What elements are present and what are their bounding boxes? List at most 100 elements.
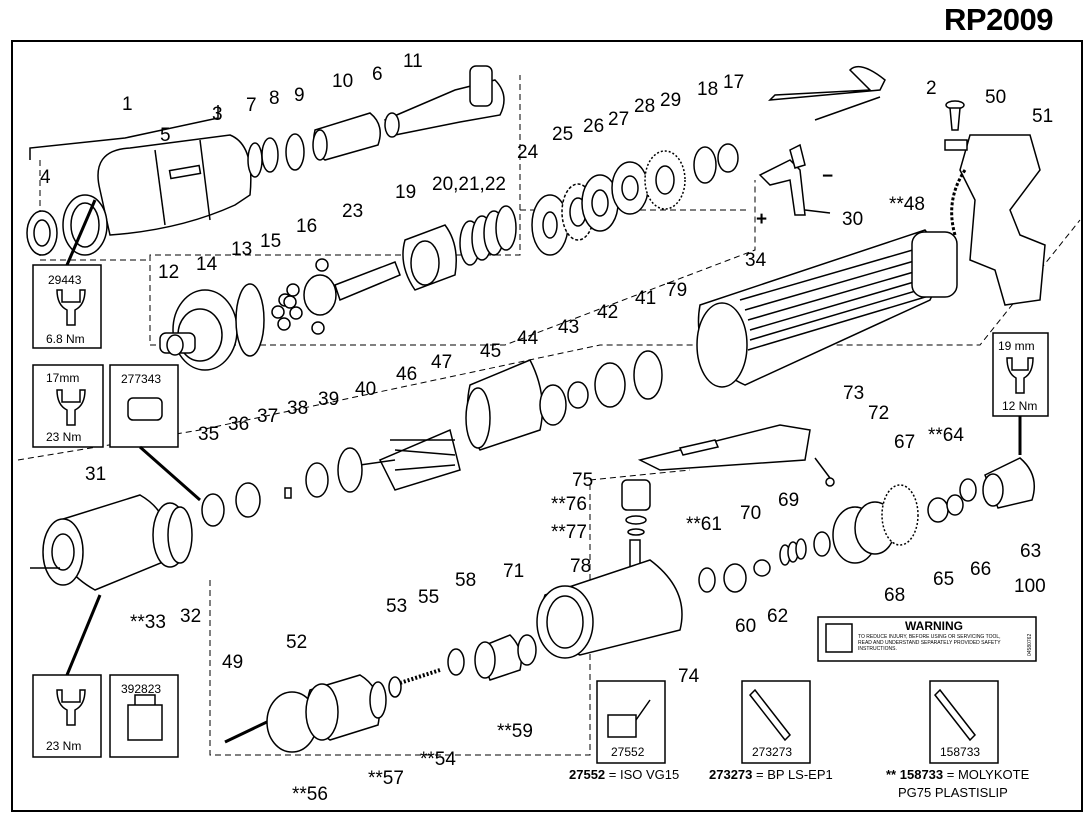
grease-gun-icon bbox=[749, 688, 791, 742]
label-39: 39 bbox=[318, 389, 339, 410]
label-43: 43 bbox=[558, 317, 579, 338]
box-23-torque: 23 Nm bbox=[46, 739, 81, 753]
label-68: 68 bbox=[884, 585, 905, 606]
warning-label bbox=[817, 616, 1037, 662]
box-29443-torque: 6.8 Nm bbox=[46, 332, 85, 346]
label-3: 3 bbox=[212, 104, 223, 125]
label-10: 10 bbox=[332, 71, 353, 92]
ring-66 bbox=[946, 494, 964, 516]
gear-29 bbox=[644, 150, 686, 210]
label-59: **59 bbox=[497, 721, 533, 742]
bushing-60 bbox=[723, 563, 747, 593]
wrench-icon bbox=[1006, 357, 1034, 394]
gear-16 bbox=[303, 258, 337, 335]
box-392823-part: 392823 bbox=[121, 682, 161, 696]
label-41: 41 bbox=[635, 288, 656, 309]
box-17mm-size: 17mm bbox=[46, 371, 79, 385]
label-42: 42 bbox=[597, 302, 618, 323]
end-plate-41 bbox=[633, 350, 663, 400]
label-62: 62 bbox=[767, 606, 788, 627]
box-392823 bbox=[109, 674, 179, 758]
part-labels: 1 2 3 4 5 6 7 8 9 10 11 12 13 14 15 16 1… bbox=[40, 51, 1053, 805]
label-34: 34 bbox=[745, 250, 767, 271]
label-70: 70 bbox=[740, 503, 761, 524]
box-17mm-torque: 23 Nm bbox=[46, 430, 81, 444]
bearing-43 bbox=[567, 381, 589, 409]
label-76: **76 bbox=[551, 494, 587, 515]
label-79: 79 bbox=[666, 280, 687, 301]
screw-50 bbox=[945, 100, 965, 131]
label-15: 15 bbox=[260, 231, 281, 252]
caption-grease: 273273 = BP LS-EP1 bbox=[709, 767, 833, 782]
box-277343 bbox=[109, 364, 179, 448]
spring-20-22 bbox=[459, 205, 517, 266]
oil-spout bbox=[635, 699, 651, 721]
washer-26 bbox=[581, 174, 619, 232]
label-27: 27 bbox=[608, 109, 629, 130]
label-25: 25 bbox=[552, 124, 573, 145]
ring-8 bbox=[261, 137, 279, 173]
caption-molykote-2: PG75 PLASTISLIP bbox=[898, 785, 1008, 800]
label-57: **57 bbox=[368, 768, 404, 789]
spring-70 bbox=[779, 538, 807, 566]
label-66: 66 bbox=[970, 559, 991, 580]
warning-body-text: TO REDUCE INJURY, BEFORE USING OR SERVIC… bbox=[858, 634, 1001, 652]
shaft-23 bbox=[334, 261, 401, 302]
label-13: 13 bbox=[231, 239, 252, 260]
bushing-65 bbox=[927, 497, 949, 523]
label-69: 69 bbox=[778, 490, 799, 511]
label-61: **61 bbox=[686, 514, 722, 535]
label-58: 58 bbox=[455, 570, 476, 591]
part-55 bbox=[447, 648, 465, 676]
o-ring-61 bbox=[698, 567, 716, 593]
ring-gear-19 bbox=[402, 224, 457, 291]
label-19: 19 bbox=[395, 182, 416, 203]
label-20-22: 20,21,22 bbox=[432, 174, 506, 195]
caption-molykote: ** 158733 = MOLYKOTE bbox=[886, 767, 1030, 782]
label-48: **48 bbox=[889, 194, 925, 215]
ball-62 bbox=[753, 559, 771, 577]
box-19mm-torque: 12 Nm bbox=[1002, 399, 1037, 413]
motor-cylinder-34 bbox=[696, 229, 958, 388]
coupling-31 bbox=[30, 494, 170, 591]
label-55: 55 bbox=[418, 587, 439, 608]
end-cap-12 bbox=[159, 289, 238, 371]
label-2: 2 bbox=[926, 78, 937, 99]
bearing-39 bbox=[305, 462, 329, 498]
box-oil-part: 27552 bbox=[611, 745, 645, 759]
label-30: 30 bbox=[842, 209, 863, 230]
spring-9 bbox=[285, 133, 305, 171]
wrench-icon bbox=[56, 289, 86, 326]
label-47: 47 bbox=[431, 352, 452, 373]
seal-54 bbox=[388, 676, 402, 698]
label-51: 51 bbox=[1032, 106, 1053, 127]
label-65: 65 bbox=[933, 569, 954, 590]
label-17: 17 bbox=[723, 72, 744, 93]
wrench-icon bbox=[56, 689, 86, 726]
label-32: 32 bbox=[180, 606, 201, 627]
label-40: 40 bbox=[355, 379, 376, 400]
ring-7 bbox=[247, 142, 263, 178]
label-37: 37 bbox=[257, 406, 278, 427]
cylinder-45 bbox=[465, 359, 544, 451]
part-42 bbox=[594, 362, 626, 408]
label-26: 26 bbox=[583, 116, 604, 137]
throttle-lever-73 bbox=[637, 424, 835, 487]
o-ring-33 bbox=[167, 506, 193, 564]
label-100: 100 bbox=[1014, 576, 1046, 597]
socket-tool-icon bbox=[127, 694, 163, 741]
end-plate-44 bbox=[539, 384, 567, 426]
minus-mark: − bbox=[822, 166, 833, 187]
reverse-lever-30 bbox=[758, 143, 831, 216]
warning-book-icon bbox=[825, 623, 853, 653]
sleeve-10 bbox=[312, 112, 381, 161]
label-67: 67 bbox=[894, 432, 915, 453]
oil-can-icon bbox=[607, 714, 637, 738]
label-77: **77 bbox=[551, 522, 587, 543]
o-ring-57 bbox=[369, 681, 387, 719]
warning-code: 04580762 bbox=[1027, 634, 1033, 656]
pin-38 bbox=[284, 487, 292, 499]
label-54: **54 bbox=[420, 749, 456, 770]
box-grease bbox=[741, 680, 811, 764]
label-5: 5 bbox=[160, 125, 171, 146]
